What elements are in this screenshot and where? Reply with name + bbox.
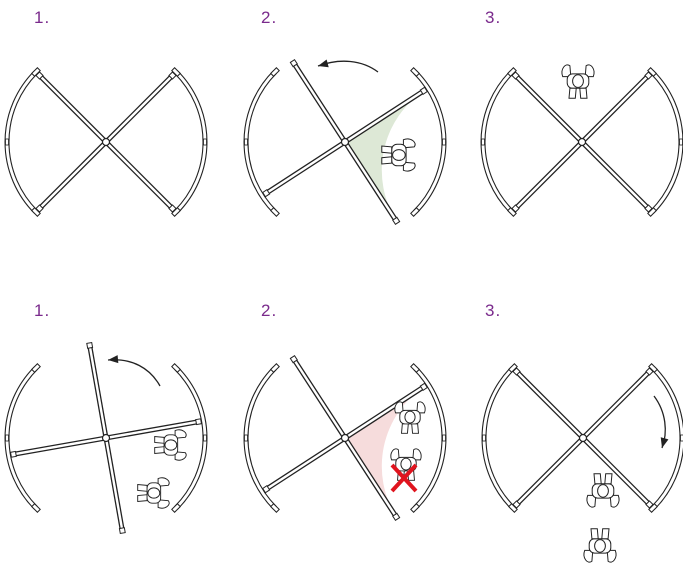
wall-mid-joint	[680, 434, 683, 442]
wall-end-cap	[410, 503, 420, 513]
wing-end	[118, 527, 126, 535]
wing-end	[35, 204, 44, 213]
wall-end-cap	[31, 503, 41, 513]
red-x-icon	[390, 463, 418, 493]
curved-arrow-icon	[107, 355, 161, 387]
wall-mid-joint	[5, 434, 9, 442]
wall-mid-joint	[5, 138, 9, 146]
curved-wall	[171, 67, 208, 217]
wall-end-cap	[648, 503, 658, 513]
curved-arrow-icon	[653, 395, 669, 449]
wing-end	[168, 71, 177, 80]
curved-wall	[4, 67, 41, 217]
curved-wall	[243, 67, 280, 217]
curved-arrow-icon	[317, 59, 379, 73]
curved-wall	[4, 363, 41, 513]
curved-wall	[410, 67, 447, 217]
row1-step3-label: 3.	[485, 8, 502, 27]
wall-end-cap	[270, 503, 280, 513]
wall-mid-joint	[482, 434, 486, 442]
wall-mid-joint	[481, 138, 485, 146]
row2-step3-label: 3.	[485, 301, 502, 320]
person-top-view-icon	[586, 473, 620, 508]
wing-end	[644, 71, 653, 80]
wall-end-cap	[410, 67, 420, 77]
wall-mid-joint	[244, 138, 248, 146]
wing-end	[512, 500, 521, 509]
curved-wall	[171, 363, 208, 513]
wing-end	[645, 500, 654, 509]
wall-mid-joint	[203, 138, 207, 146]
wall-mid-joint	[442, 138, 446, 146]
wall-end-cap	[270, 207, 280, 217]
wall-end-cap	[647, 207, 657, 217]
row2-step2-label: 2.	[261, 301, 278, 320]
person-top-view-icon	[583, 528, 617, 563]
wing-end	[392, 512, 401, 521]
person-top-view-icon	[154, 429, 187, 461]
row1-step1-label: 1.	[34, 8, 51, 27]
wall-end-cap	[648, 363, 658, 373]
wing-end	[644, 204, 653, 213]
curved-wall	[243, 363, 280, 513]
wall-end-cap	[270, 363, 280, 373]
wing-end	[392, 216, 401, 225]
center-pivot	[340, 433, 350, 443]
wing-end	[86, 341, 94, 349]
wing-end	[195, 418, 203, 426]
wing-end	[262, 189, 271, 198]
wing-end	[419, 86, 428, 95]
wing-end	[512, 367, 521, 376]
person-top-view-icon	[394, 401, 426, 434]
wall-end-cap	[171, 363, 181, 373]
wing-end	[9, 450, 17, 458]
wing-end	[419, 382, 428, 391]
curved-wall	[647, 67, 683, 217]
wing-end	[35, 71, 44, 80]
row1-step2-label: 2.	[261, 8, 278, 27]
wing-end	[289, 59, 298, 68]
center-pivot	[577, 137, 587, 147]
person-top-view-icon	[561, 64, 595, 99]
curved-wall	[481, 363, 518, 513]
wall-mid-joint	[244, 434, 248, 442]
wing-end	[511, 204, 520, 213]
center-pivot	[578, 433, 588, 443]
wall-mid-joint	[679, 138, 683, 146]
wing-end	[645, 367, 654, 376]
wing-end	[262, 485, 271, 494]
curved-wall	[480, 67, 517, 217]
wall-end-cap	[410, 363, 420, 373]
wall-mid-joint	[442, 434, 446, 442]
wing-end	[289, 355, 298, 364]
wall-end-cap	[171, 503, 181, 513]
person-top-view-icon	[137, 477, 170, 509]
wall-end-cap	[410, 207, 420, 217]
wall-mid-joint	[203, 434, 207, 442]
center-pivot	[101, 137, 111, 147]
wall-end-cap	[31, 207, 41, 217]
center-pivot	[101, 433, 111, 443]
person-top-view-icon	[390, 448, 422, 481]
wall-end-cap	[270, 67, 280, 77]
row2-step1-label: 1.	[34, 301, 51, 320]
wall-end-cap	[647, 67, 657, 77]
wing-end	[168, 204, 177, 213]
wing-end	[511, 71, 520, 80]
wall-end-cap	[31, 363, 41, 373]
curved-wall	[648, 363, 683, 513]
person-top-view-icon	[381, 138, 416, 172]
center-pivot	[340, 137, 350, 147]
